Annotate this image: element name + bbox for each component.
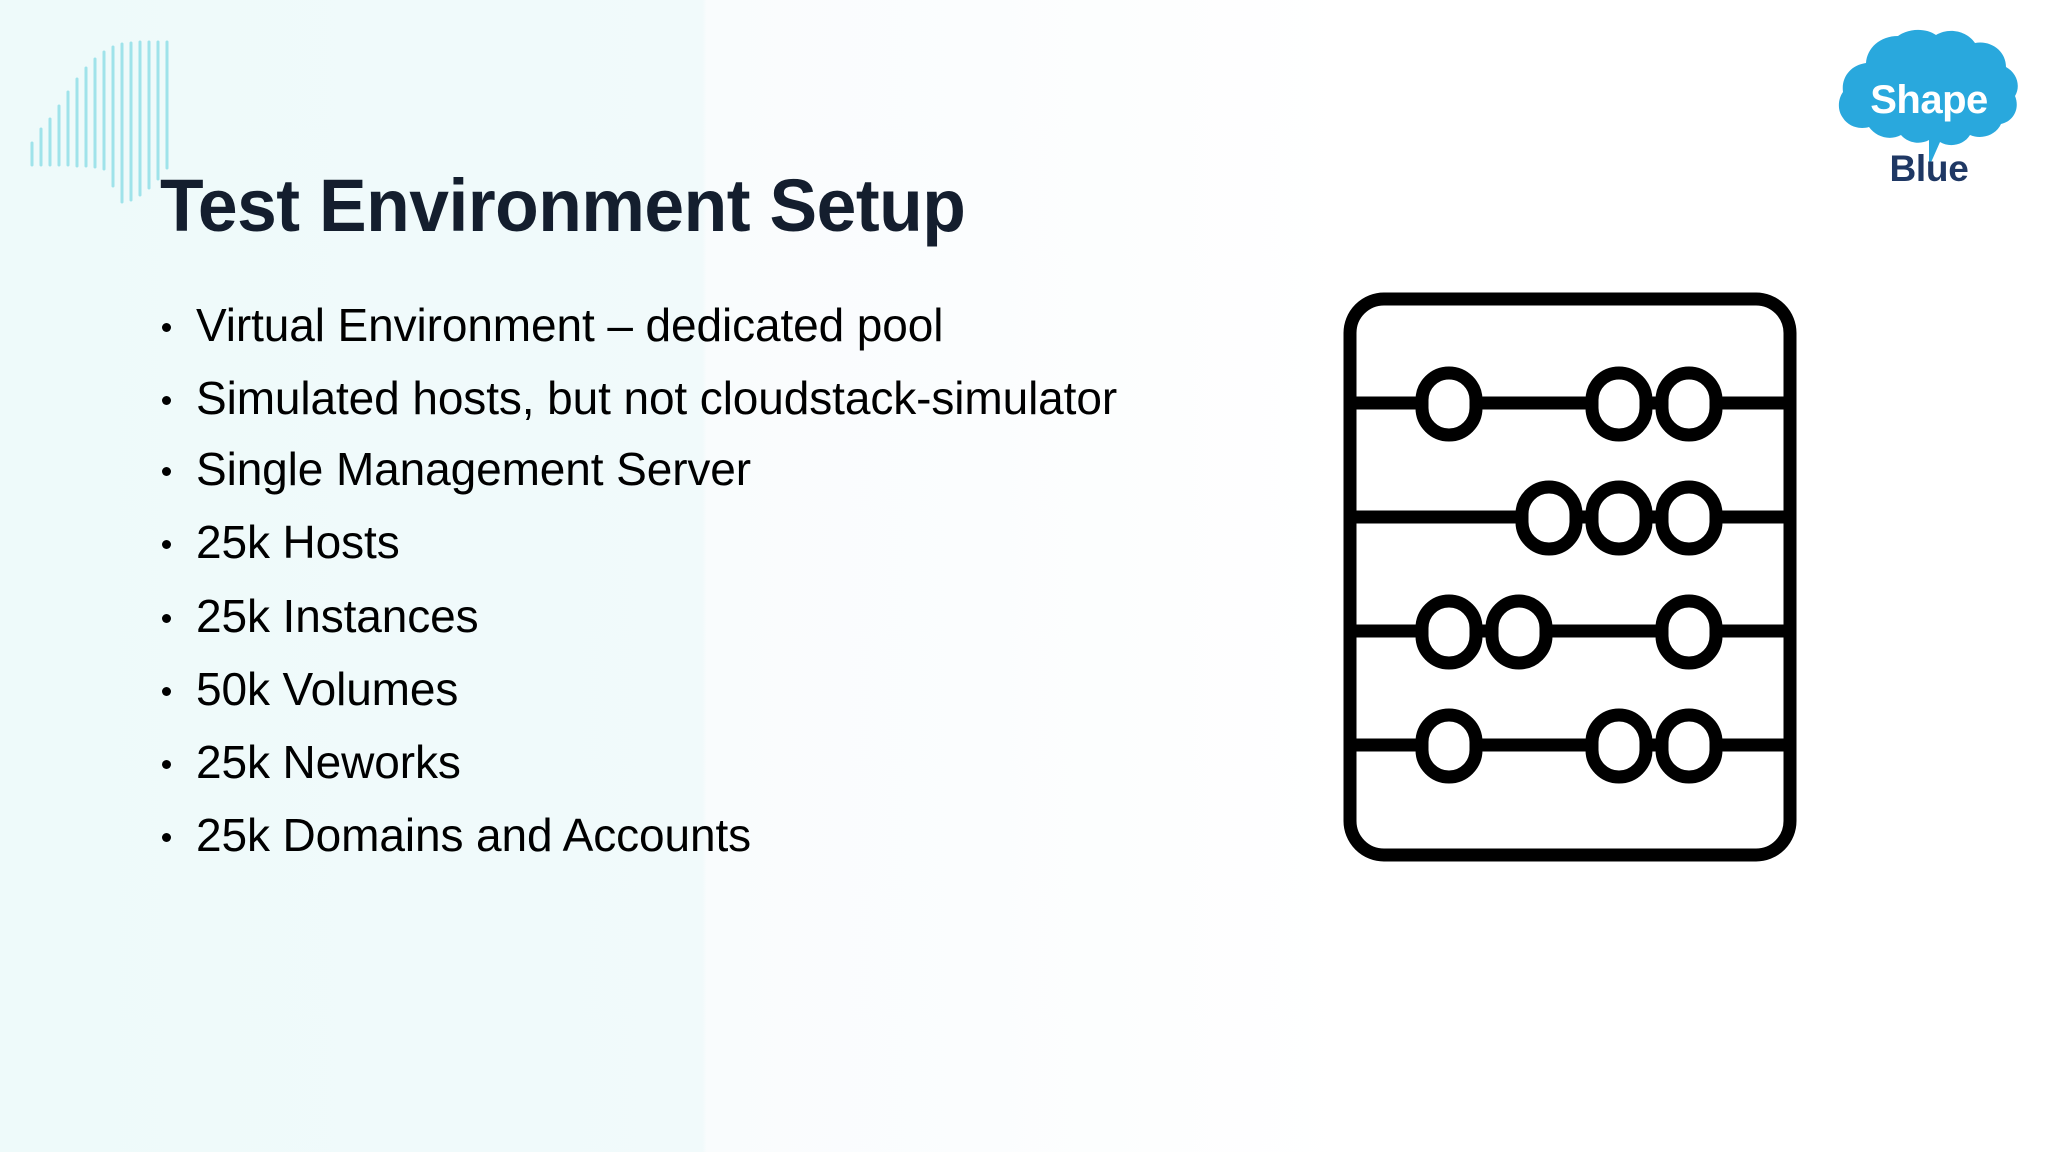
list-item: 25k Hosts <box>158 517 1258 568</box>
abacus-bead <box>1485 594 1553 670</box>
abacus-bead <box>1415 366 1483 442</box>
list-item: Virtual Environment – dedicated pool <box>158 300 1258 350</box>
list-item: 25k Domains and Accounts <box>158 810 1258 860</box>
slide-title: Test Environment Setup <box>160 163 966 247</box>
abacus-bead <box>1515 480 1583 556</box>
abacus-bead <box>1415 708 1483 784</box>
list-item: Simulated hosts, but not cloudstack-simu… <box>158 373 1258 423</box>
logo-word-blue: Blue <box>1889 148 1969 189</box>
list-item: 50k Volumes <box>158 663 1258 714</box>
logo-word-shape: Shape <box>1870 78 1988 122</box>
abacus-frame <box>1343 292 1797 862</box>
abacus-bead <box>1655 366 1723 442</box>
list-item: 25k Instances <box>158 590 1258 641</box>
abacus-bead <box>1655 708 1723 784</box>
abacus-icon <box>1340 285 1800 865</box>
abacus-bead <box>1585 366 1653 442</box>
list-item: 25k Neworks <box>158 737 1258 787</box>
abacus-bead <box>1655 594 1723 670</box>
bullet-list: Virtual Environment – dedicated pool Sim… <box>158 300 1258 860</box>
list-item: Single Management Server <box>158 444 1258 494</box>
cloud-icon <box>1838 29 2018 168</box>
abacus-svg <box>1343 292 1797 862</box>
abacus-bead <box>1585 480 1653 556</box>
abacus-bead <box>1655 480 1723 556</box>
abacus-bead <box>1585 708 1653 784</box>
shapeblue-logo: Shape Blue <box>1836 22 2022 202</box>
abacus-bead <box>1415 594 1483 670</box>
